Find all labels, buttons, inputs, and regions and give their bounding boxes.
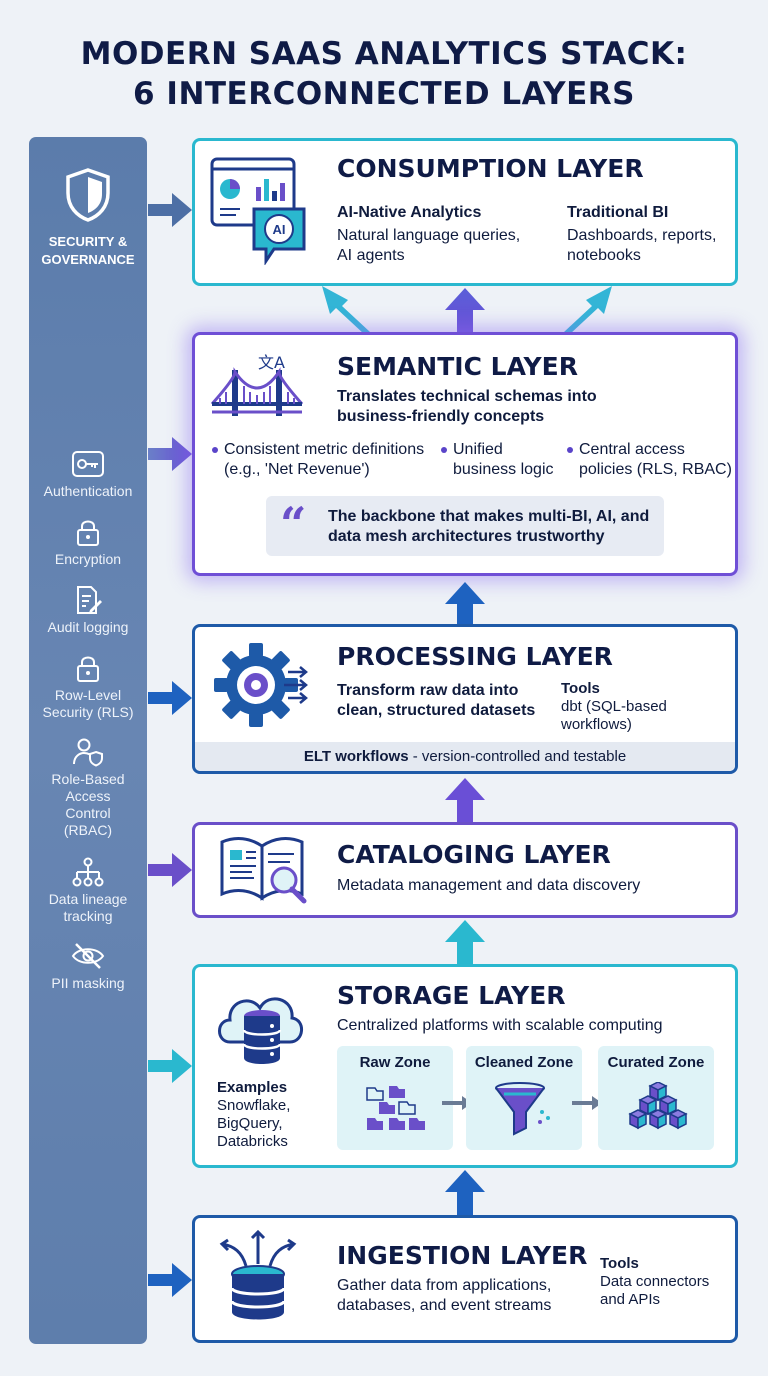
- raw-zone-label: Raw Zone: [359, 1054, 431, 1071]
- arrow-right-icon: [572, 1096, 602, 1110]
- storage-layer-title: STORAGE LAYER: [337, 981, 566, 1010]
- semantic-bullet: Central access policies (RLS, RBAC): [567, 440, 735, 480]
- sidebar-item-encryption: Encryption: [29, 517, 147, 568]
- quote-mark-icon: “: [280, 497, 307, 551]
- cleaned-zone: Cleaned Zone: [466, 1046, 582, 1150]
- bullet-text: Unified business logic: [453, 441, 554, 478]
- arrow-right-icon: [442, 1096, 472, 1110]
- database-arrows-icon: [219, 1229, 297, 1320]
- sidebar-item-label: Encryption: [54, 551, 122, 567]
- curated-zone: Curated Zone: [598, 1046, 714, 1150]
- shield-icon: [66, 168, 110, 222]
- sidebar-heading-line2: GOVERNANCE: [41, 252, 135, 267]
- arrow-right-icon: [148, 437, 192, 471]
- cataloging-layer-title: CATALOGING LAYER: [337, 840, 611, 869]
- ingestion-tools-text: Data connectors and APIs: [600, 1273, 710, 1308]
- cleaned-zone-label: Cleaned Zone: [474, 1054, 574, 1071]
- elt-workflows-bar: ELT workflows - version-controlled and t…: [195, 742, 735, 771]
- user-shield-icon: [73, 738, 103, 767]
- sidebar-item-rbac: Role-Based Access Control (RBAC): [29, 737, 147, 839]
- ingestion-text: Gather data from applications, databases…: [337, 1277, 552, 1314]
- semantic-quote-box: “ The backbone that makes multi-BI, AI, …: [266, 496, 664, 556]
- bullet-text: Central access policies (RLS, RBAC): [579, 441, 732, 478]
- consumption-layer-title: CONSUMPTION LAYER: [337, 154, 644, 183]
- hierarchy-icon: [72, 857, 104, 887]
- ai-native-heading: AI-Native Analytics: [337, 204, 482, 221]
- lock-icon: [77, 520, 99, 546]
- processing-tools-heading: Tools: [561, 680, 600, 697]
- sidebar-item-label: Authentication: [43, 483, 133, 499]
- elt-rest-text: - version-controlled and testable: [408, 748, 627, 765]
- sidebar-item-row-level-security: Row-Level Security (RLS): [29, 653, 147, 721]
- ai-native-text: Natural language queries, AI agents: [337, 227, 521, 264]
- document-edit-icon: [77, 586, 102, 614]
- sidebar-item-data-lineage: Data lineage tracking: [29, 857, 147, 925]
- sidebar-item-label: Role-Based Access Control (RBAC): [51, 771, 125, 838]
- semantic-subtitle: Translates technical schemas into busine…: [337, 388, 597, 425]
- arrow-up-left-icon: [322, 286, 370, 334]
- raw-zone: Raw Zone: [337, 1046, 453, 1150]
- semantic-layer-title: SEMANTIC LAYER: [337, 352, 578, 381]
- folders-icon: [366, 1086, 425, 1130]
- page-title-line1: MODERN SAAS ANALYTICS STACK:: [80, 36, 688, 72]
- cubes-icon: [628, 1082, 688, 1130]
- ingestion-layer-title: INGESTION LAYER: [337, 1241, 588, 1270]
- funnel-icon: [495, 1082, 550, 1136]
- traditional-bi-heading: Traditional BI: [567, 204, 669, 221]
- arrow-right-icon: [148, 1049, 192, 1083]
- ingestion-tools-heading: Tools: [600, 1255, 639, 1272]
- gear-icon: [214, 643, 308, 727]
- sidebar-item-label: Data lineage tracking: [48, 891, 128, 924]
- arrow-up-icon: [445, 582, 485, 628]
- sidebar-item-label: Row-Level Security (RLS): [42, 687, 134, 720]
- sidebar-item-audit-logging: Audit logging: [29, 585, 147, 636]
- processing-text: Transform raw data into clean, structure…: [337, 682, 536, 719]
- dashboard-ai-chat-icon: AI: [210, 157, 306, 265]
- elt-bold-text: ELT workflows: [303, 748, 409, 765]
- arrow-up-icon: [445, 920, 485, 966]
- semantic-quote-text: The backbone that makes multi-BI, AI, an…: [328, 508, 650, 545]
- eye-slash-icon: [71, 943, 105, 969]
- storage-examples-text: Snowflake, BigQuery, Databricks: [217, 1097, 291, 1150]
- security-governance-sidebar: SECURITY & GOVERNANCE Authentication Enc…: [29, 137, 147, 1344]
- arrow-up-right-icon: [564, 286, 612, 334]
- semantic-bullet: Unified business logic: [441, 440, 557, 480]
- processing-tools-text: dbt (SQL-based workflows): [561, 698, 667, 733]
- key-icon: [72, 451, 104, 477]
- arrow-right-icon: [148, 1263, 192, 1297]
- cataloging-text: Metadata management and data discovery: [337, 877, 641, 894]
- translate-glyph: 文A: [258, 353, 285, 372]
- storage-examples-heading: Examples: [217, 1079, 288, 1096]
- curated-zone-label: Curated Zone: [607, 1054, 705, 1071]
- arrow-right-icon: [148, 193, 192, 227]
- storage-text: Centralized platforms with scalable comp…: [337, 1017, 663, 1034]
- book-search-icon: [220, 837, 307, 904]
- arrow-up-icon: [445, 288, 485, 334]
- sidebar-heading: SECURITY & GOVERNANCE: [29, 233, 147, 269]
- arrow-right-icon: [148, 681, 192, 715]
- sidebar-item-label: PII masking: [51, 975, 125, 991]
- ai-badge-text: AI: [273, 222, 286, 237]
- arrow-up-icon: [445, 1170, 485, 1216]
- arrow-up-icon: [445, 778, 485, 824]
- bridge-translate-icon: 文A: [210, 353, 304, 416]
- page-title: MODERN SAAS ANALYTICS STACK: 6 INTERCONN…: [0, 34, 768, 114]
- sidebar-item-label: Audit logging: [47, 619, 129, 635]
- bullet-text: Consistent metric definitions (e.g., 'Ne…: [224, 441, 425, 478]
- arrow-right-icon: [148, 853, 192, 887]
- cloud-database-icon: [218, 997, 303, 1064]
- traditional-bi-text: Dashboards, reports, notebooks: [567, 227, 717, 264]
- sidebar-heading-line1: SECURITY &: [48, 234, 128, 249]
- lock-icon: [77, 656, 99, 682]
- sidebar-item-pii-masking: PII masking: [29, 941, 147, 992]
- page-title-line2: 6 INTERCONNECTED LAYERS: [133, 76, 635, 112]
- processing-layer-title: PROCESSING LAYER: [337, 642, 613, 671]
- sidebar-item-authentication: Authentication: [29, 449, 147, 500]
- semantic-bullet: Consistent metric definitions (e.g., 'Ne…: [212, 440, 432, 480]
